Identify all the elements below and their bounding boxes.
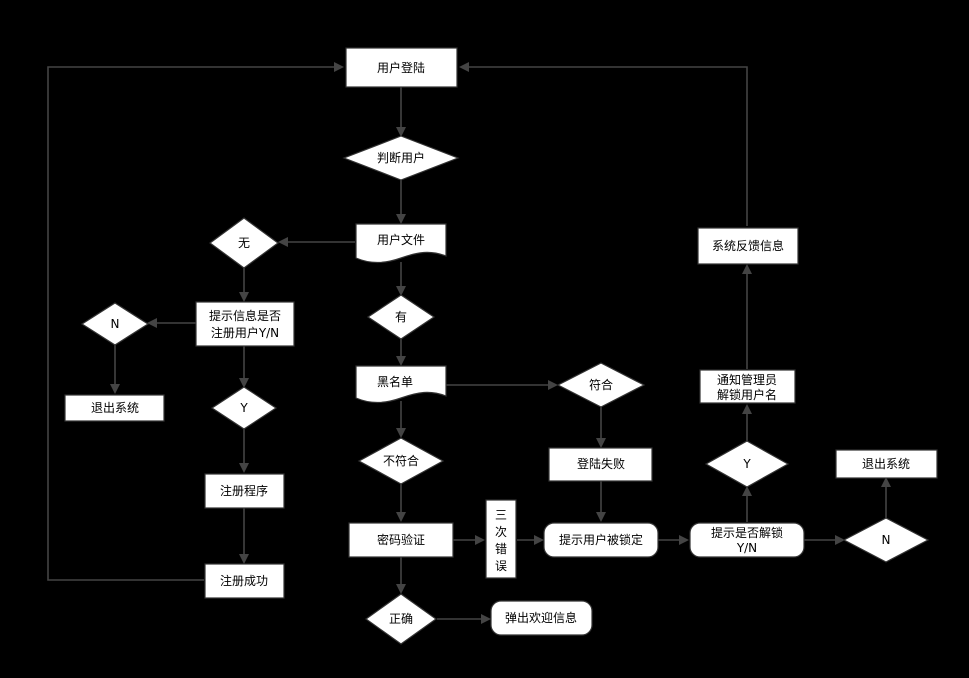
node-register-program-label: 注册程序 xyxy=(220,483,268,498)
node-password-verify: 密码验证 xyxy=(348,522,454,558)
node-register-success: 注册成功 xyxy=(204,563,285,599)
node-register-program: 注册程序 xyxy=(204,473,285,509)
node-welcome: 弹出欢迎信息 xyxy=(490,600,593,636)
node-three-errors-char1: 三 xyxy=(495,508,507,522)
node-y-right-label: Y xyxy=(742,457,751,471)
edge-feedback-to-login xyxy=(459,62,748,226)
node-three-errors: 三 次 错 误 xyxy=(485,499,517,579)
node-correct: 正确 xyxy=(364,593,438,645)
node-not-match: 不符合 xyxy=(357,437,445,485)
node-match-label: 符合 xyxy=(589,377,613,392)
node-locked-label: 提示用户被锁定 xyxy=(559,532,643,547)
node-has-label: 有 xyxy=(395,310,407,324)
node-user-login: 用户登陆 xyxy=(345,47,458,88)
node-exit-left: 退出系统 xyxy=(64,394,165,422)
node-prompt-register: 提示信息是否 注册用户Y/N xyxy=(195,301,295,347)
node-none-label: 无 xyxy=(238,236,250,250)
node-system-feedback-label: 系统反馈信息 xyxy=(712,238,784,253)
node-prompt-unlock: 提示是否解锁 Y/N xyxy=(689,522,805,558)
node-n-left: N xyxy=(80,302,150,346)
node-locked: 提示用户被锁定 xyxy=(543,522,659,558)
node-user-login-label: 用户登陆 xyxy=(377,60,425,75)
node-three-errors-char4: 误 xyxy=(495,559,507,573)
node-exit-right-label: 退出系统 xyxy=(862,457,910,471)
node-notify-admin-line1: 通知管理员 xyxy=(717,372,777,387)
node-prompt-unlock-line2: Y/N xyxy=(736,541,757,555)
node-notify-admin: 通知管理员 解锁用户名 xyxy=(699,369,796,404)
node-three-errors-char2: 次 xyxy=(495,525,507,539)
node-n-left-label: N xyxy=(111,317,120,331)
node-exit-left-label: 退出系统 xyxy=(91,401,139,415)
node-judge-user-label: 判断用户 xyxy=(377,150,425,165)
node-y-right: Y xyxy=(704,440,790,488)
node-user-file-label: 用户文件 xyxy=(377,232,425,247)
node-system-feedback: 系统反馈信息 xyxy=(697,227,799,265)
node-notify-admin-line2: 解锁用户名 xyxy=(717,387,777,402)
node-blacklist: 黑名单 xyxy=(355,365,447,404)
node-blacklist-label: 黑名单 xyxy=(377,374,413,389)
node-n-right: N xyxy=(842,517,930,563)
node-n-right-label: N xyxy=(882,533,891,547)
node-exit-right: 退出系统 xyxy=(835,449,938,479)
node-prompt-register-line2: 注册用户Y/N xyxy=(211,325,279,340)
node-register-success-label: 注册成功 xyxy=(220,573,268,588)
node-has: 有 xyxy=(366,294,436,340)
node-judge-user: 判断用户 xyxy=(342,135,460,181)
edge-success-to-login xyxy=(47,62,344,581)
node-user-file: 用户文件 xyxy=(355,223,447,264)
node-login-fail: 登陆失败 xyxy=(548,447,653,482)
node-y-left-label: Y xyxy=(239,401,248,415)
node-password-verify-label: 密码验证 xyxy=(377,532,425,547)
node-prompt-unlock-line1: 提示是否解锁 xyxy=(711,525,783,540)
node-not-match-label: 不符合 xyxy=(383,453,419,468)
node-login-fail-label: 登陆失败 xyxy=(577,456,625,471)
node-prompt-register-line1: 提示信息是否 xyxy=(209,308,281,323)
node-y-left: Y xyxy=(210,386,278,430)
node-three-errors-char3: 错 xyxy=(495,542,507,556)
node-match: 符合 xyxy=(556,362,646,408)
node-welcome-label: 弹出欢迎信息 xyxy=(505,610,577,625)
node-correct-label: 正确 xyxy=(389,612,413,626)
node-none: 无 xyxy=(208,217,280,269)
edges xyxy=(47,62,891,624)
